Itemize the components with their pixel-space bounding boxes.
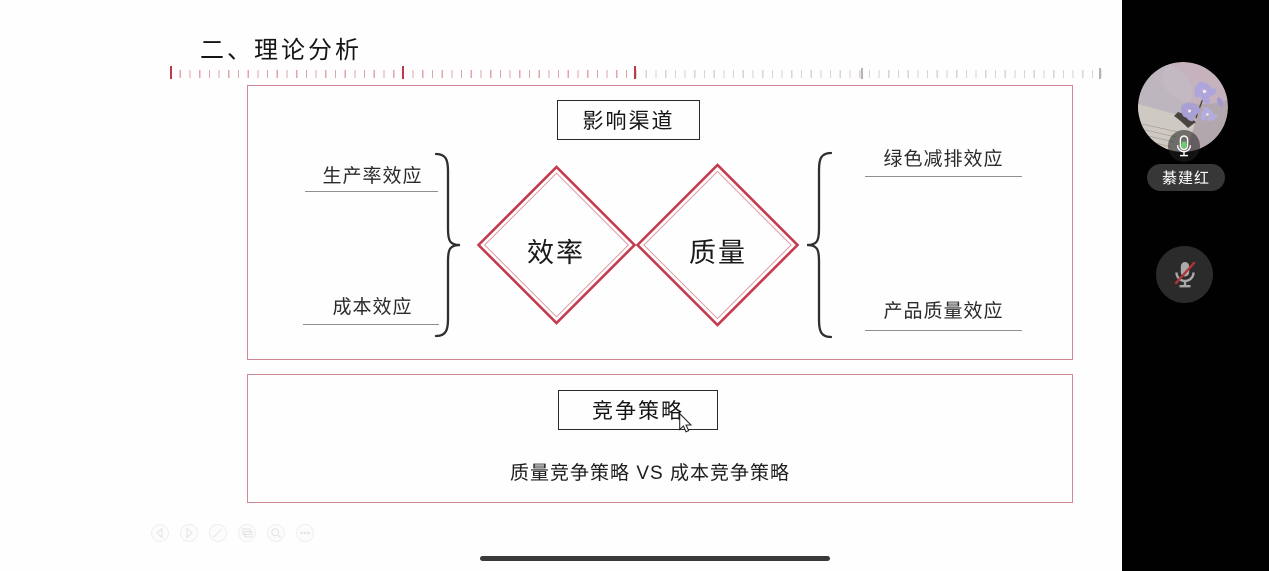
flower-cluster [1181,81,1223,122]
page-title: 二、理论分析 [200,37,362,64]
strategy-header: 竞争策略 [592,400,684,423]
next-slide-button[interactable] [180,524,198,542]
diamond-quality-label: 质量 [689,238,747,268]
participant-name: 綦建红 [1161,170,1210,187]
strategy-comparison: 质量竞争策略 VS 成本竞争策略 [510,463,790,484]
influence-frame [247,85,1073,360]
effect-label-cost: 成本效应 [332,297,413,318]
slides-overview-icon [242,528,253,538]
microphone-muted-icon [1174,261,1195,287]
ruler-major-tick [861,68,864,79]
pen-icon [213,529,222,538]
slides-overview-button[interactable] [238,524,256,542]
strategy-header-box: 竞争策略 [558,390,718,430]
pen-button[interactable] [209,524,227,542]
next-slide-icon [186,527,193,539]
participant-panel: 綦建红 [1122,0,1269,571]
strategy-frame [247,374,1073,503]
microphone-muted-button[interactable] [1156,246,1213,303]
taskbar-handle[interactable] [480,556,830,561]
mouse-cursor-icon [679,413,692,433]
effect-label-product-quality: 产品质量效应 [883,301,1004,322]
influence-header-box: 影响渠道 [557,100,700,140]
efficiency-quality-diamonds [476,163,800,327]
influence-header: 影响渠道 [582,110,675,133]
slideshow-controls [151,524,314,542]
slide-ruler [170,66,1102,80]
magnifier-button[interactable] [267,524,285,542]
effect-label-productivity: 生产率效应 [322,166,423,187]
underline [865,330,1022,331]
participant-name-badge: 綦建红 [1147,164,1225,191]
underline [305,191,438,192]
effect-label-green-emission: 绿色减排效应 [883,149,1004,170]
microphone-active-icon [1168,130,1200,162]
magnifier-icon [271,528,282,539]
shared-slide: 二、理论分析 影响渠道 生产率效应 成本效应 [151,37,1102,561]
ruler-major-tick [402,66,405,79]
more-icon [300,531,310,535]
previous-slide-button[interactable] [151,524,169,542]
previous-slide-icon [156,527,163,539]
diamond-efficiency-label: 效率 [527,238,585,268]
more-button[interactable] [296,524,314,542]
ruler-major-tick [634,66,637,79]
ruler-major-tick [170,66,173,79]
ruler-ticks-right [636,70,1102,78]
left-pointing-brace-icon [806,151,833,339]
underline [865,176,1022,177]
ruler-major-tick [1099,68,1102,79]
underline [303,324,439,325]
right-pointing-brace-icon [434,152,461,338]
